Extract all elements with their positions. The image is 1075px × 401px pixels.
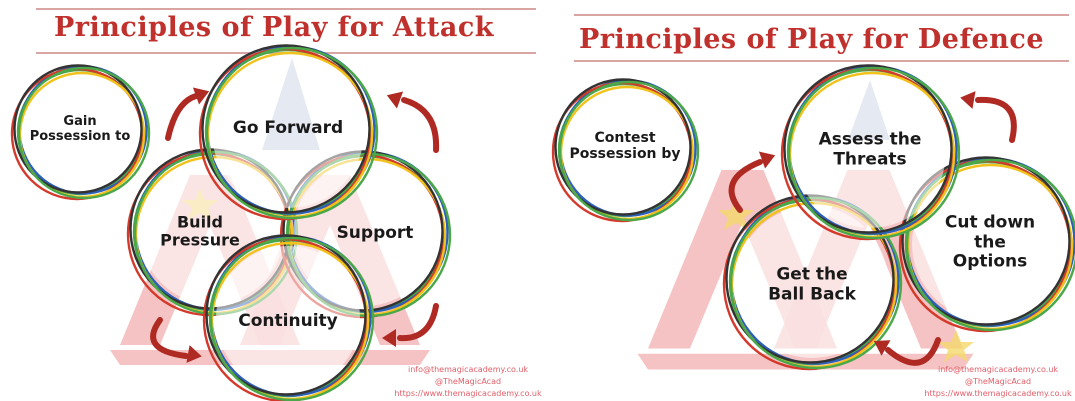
attack-rings	[10, 44, 452, 401]
arrow-support-to-continuity	[397, 303, 439, 342]
attack-diagram	[10, 44, 452, 401]
arrow-head	[960, 91, 976, 109]
arrow-head	[758, 151, 776, 169]
defence-rings	[551, 64, 1075, 371]
ring-contest	[551, 78, 700, 223]
arrow-head	[186, 345, 202, 363]
defence-arrows	[728, 91, 1017, 366]
arrow-head	[386, 91, 404, 109]
star-icon	[718, 198, 754, 230]
arrow-gain-to-forward	[165, 93, 199, 141]
arrow-head	[382, 329, 396, 347]
arrow-ballback-to-assess	[728, 159, 763, 213]
arrow-head	[873, 340, 891, 356]
arrow-continuity-to-build	[150, 317, 189, 359]
star-icon	[938, 330, 974, 362]
circle-go-forward: Go Forward	[232, 118, 344, 139]
ring-forward	[198, 44, 379, 221]
defence-diagram	[551, 64, 1075, 371]
ring-gain	[10, 64, 151, 201]
arrow-head	[192, 87, 210, 105]
ring-continuity	[202, 234, 375, 401]
arrow-cutdown-to-ballback	[885, 337, 941, 366]
ring-assess	[780, 64, 961, 241]
attack-arrows	[150, 87, 440, 363]
arrow-forward-to-support	[401, 97, 440, 153]
circle-support: Support	[336, 223, 414, 244]
attack-title: Principles of Play for Attack	[53, 12, 494, 43]
arrow-assess-to-cutdown	[975, 96, 1017, 143]
defence-title: Principles of Play for Defence	[578, 24, 1045, 55]
title-rule-bottom	[574, 60, 1069, 62]
circle-continuity: Continuity	[238, 311, 338, 332]
title-rule-top	[574, 14, 1069, 16]
title-rule-top	[36, 8, 536, 10]
